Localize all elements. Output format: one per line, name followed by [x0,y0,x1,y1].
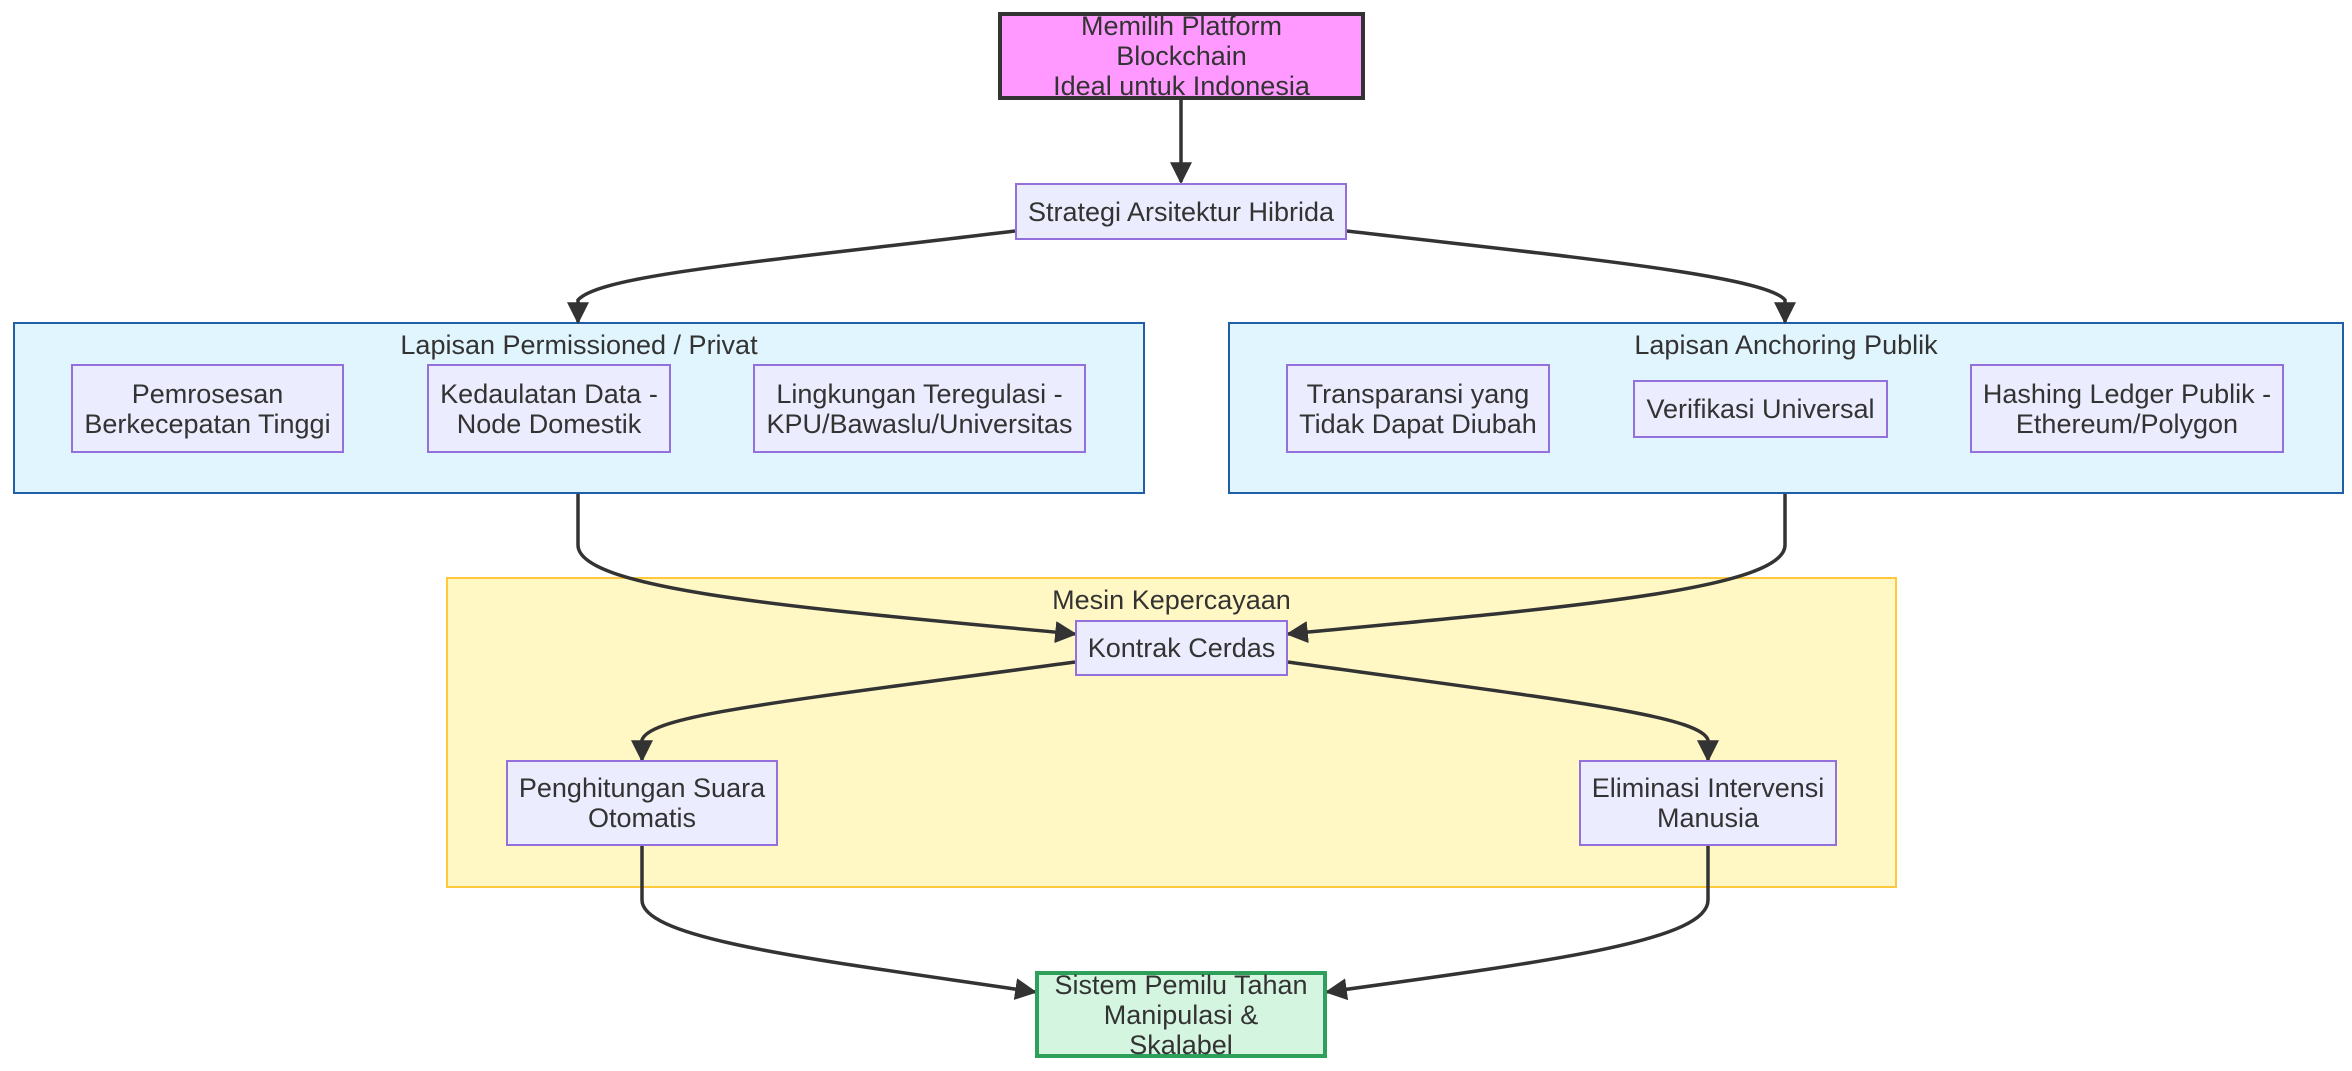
human-intervention-elimination-line2: Manusia [1656,803,1760,833]
anchoring-layer-title: Lapisan Anchoring Publik [1634,330,1938,360]
automatic-vote-count-node: Penghitungan Suara Otomatis [506,760,778,846]
edge-contract-to-vote-count [631,660,1076,763]
high-speed-processing-line1: Pemrosesan [131,378,284,409]
public-ledger-hashing-line1: Hashing Ledger Publik - [1982,378,2272,409]
edge-strategy-to-permissioned [567,229,1016,325]
immutable-transparency-line2: Tidak Dapat Diubah [1299,408,1537,439]
data-sovereignty-node: Kedaulatan Data - Node Domestik [427,364,671,453]
result-node-line2: Manipulasi & Skalabel [1103,999,1259,1060]
smart-contract-node: Kontrak Cerdas [1075,620,1288,676]
public-ledger-hashing-line2: Ethereum/Polygon [2015,408,2239,439]
root-node: Memilih Platform Blockchain Ideal untuk … [998,11,1365,101]
strategy-node-label: Strategi Arsitektur Hibrida [1027,196,1335,227]
public-ledger-hashing-node: Hashing Ledger Publik - Ethereum/Polygon [1970,364,2284,453]
automatic-vote-count-line2: Otomatis [587,803,697,833]
trust-engine-title: Mesin Kepercayaan [1052,585,1291,615]
root-node-line2: Ideal untuk Indonesia [1053,71,1310,101]
regulated-environment-line1: Lingkungan Teregulasi - [776,378,1063,409]
edge-elimination-to-result [1324,846,1710,1001]
edge-permissioned-to-contract [576,494,1078,644]
result-node: Sistem Pemilu Tahan Manipulasi & Skalabe… [1035,969,1327,1060]
root-node-line1: Memilih Platform Blockchain [1080,11,1283,71]
regulated-environment-line2: KPU/Bawaslu/Universitas [766,408,1073,439]
data-sovereignty-line2: Node Domestik [456,408,642,439]
data-sovereignty-line1: Kedaulatan Data - [440,378,658,409]
smart-contract-label: Kontrak Cerdas [1087,633,1276,663]
universal-verification-label: Verifikasi Universal [1646,394,1875,424]
immutable-transparency-node: Transparansi yang Tidak Dapat Diubah [1286,364,1550,453]
permissioned-layer-title: Lapisan Permissioned / Privat [400,330,758,360]
edge-strategy-to-anchoring [1346,229,1796,325]
strategy-node: Strategi Arsitektur Hibrida [1015,183,1347,240]
high-speed-processing-line2: Berkecepatan Tinggi [84,408,331,439]
result-node-line1: Sistem Pemilu Tahan [1054,969,1308,1000]
universal-verification-node: Verifikasi Universal [1633,380,1888,438]
automatic-vote-count-line1: Penghitungan Suara [518,773,766,803]
immutable-transparency-line1: Transparansi yang [1306,378,1530,409]
edge-vote-count-to-result [640,846,1038,1000]
edge-contract-to-elimination [1287,660,1719,763]
human-intervention-elimination-node: Eliminasi Intervensi Manusia [1579,760,1837,846]
regulated-environment-node: Lingkungan Teregulasi - KPU/Bawaslu/Univ… [753,364,1086,453]
human-intervention-elimination-line1: Eliminasi Intervensi [1591,773,1825,803]
edge-anchoring-to-contract [1285,494,1787,644]
high-speed-processing-node: Pemrosesan Berkecepatan Tinggi [71,364,344,453]
